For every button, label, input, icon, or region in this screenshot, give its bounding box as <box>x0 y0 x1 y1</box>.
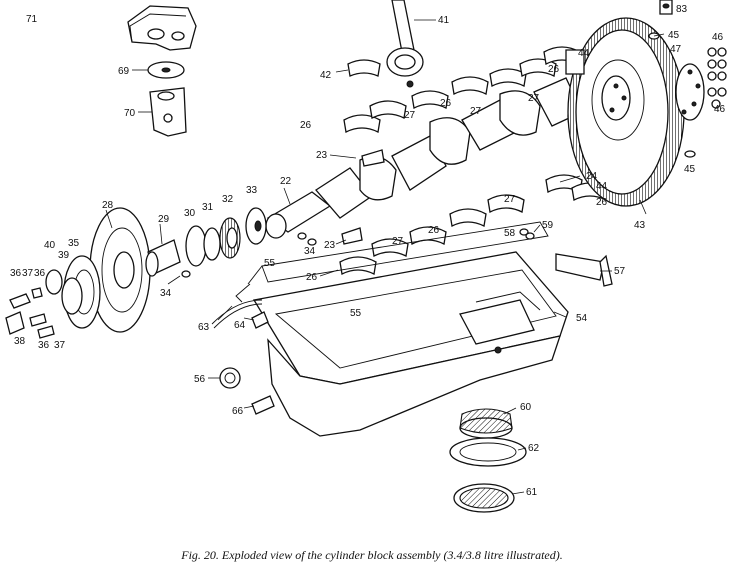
part-label-45b: 45 <box>684 164 696 175</box>
crankshaft-pulley <box>61 255 101 329</box>
part-label-27c: 27 <box>470 106 482 117</box>
oil-sump <box>252 251 569 437</box>
part-label-26a: 26 <box>548 64 560 75</box>
strainer-gasket <box>449 437 527 467</box>
part-label-22: 22 <box>280 176 292 187</box>
part-label-61: 61 <box>526 487 538 498</box>
part-label-26d: 26 <box>596 197 608 208</box>
part-label-40: 40 <box>44 240 56 251</box>
part-label-34b: 34 <box>160 288 172 299</box>
part-label-41: 41 <box>438 15 450 26</box>
part-label-33: 33 <box>246 185 258 196</box>
crankshaft <box>265 77 619 239</box>
part-label-83: 83 <box>676 4 688 15</box>
part-label-26b: 26 <box>440 98 452 109</box>
part-label-37a: 37 <box>22 268 34 279</box>
part-label-27b: 27 <box>528 93 540 104</box>
part-label-29: 29 <box>158 214 170 225</box>
part-label-36c: 36 <box>38 340 50 351</box>
part-label-63: 63 <box>198 322 210 333</box>
big-end-bearing-shell <box>347 59 381 77</box>
sump-washers <box>519 228 535 240</box>
part-label-24: 24 <box>586 171 598 182</box>
part-label-70: 70 <box>124 108 136 119</box>
oil-strainer <box>459 408 513 439</box>
part-label-38: 38 <box>14 336 26 347</box>
part-label-27e: 27 <box>392 236 404 247</box>
part-label-56: 56 <box>194 374 206 385</box>
figure-caption: Fig. 20. Exploded view of the cylinder b… <box>181 548 563 562</box>
part-label-34a: 34 <box>304 246 316 257</box>
part-label-27d: 27 <box>504 194 516 205</box>
dowel-pin-small <box>648 32 696 158</box>
engine-mounting-bracket <box>127 5 197 51</box>
part-label-36a: 36 <box>10 268 22 279</box>
part-label-46b: 46 <box>714 104 726 115</box>
lock-washer <box>45 269 63 295</box>
part-label-45a: 45 <box>668 30 680 41</box>
rear-seal <box>219 367 241 389</box>
crankshaft-plug-lower <box>341 227 363 245</box>
part-label-27a: 27 <box>404 110 416 121</box>
flywheel-bolts-set <box>707 47 727 109</box>
part-label-62: 62 <box>528 443 540 454</box>
part-label-55b: 55 <box>350 308 362 319</box>
crankshaft-damper <box>89 207 151 333</box>
part-label-66: 66 <box>232 406 244 417</box>
part-label-46a: 46 <box>712 32 724 43</box>
leader-lines <box>105 19 665 495</box>
part-label-39: 39 <box>58 250 70 261</box>
mounting-bracket-lower <box>149 87 187 137</box>
part-label-47: 47 <box>670 44 682 55</box>
part-label-23b: 23 <box>324 240 336 251</box>
connecting-rod <box>386 0 424 88</box>
part-label-54: 54 <box>576 313 588 324</box>
part-label-26e: 26 <box>428 225 440 236</box>
oil-thrower <box>185 225 207 267</box>
woodruff-keys <box>181 232 317 278</box>
part-label-32: 32 <box>222 194 234 205</box>
part-label-37b: 37 <box>54 340 66 351</box>
part-label-60: 60 <box>520 402 532 413</box>
drain-plug <box>251 311 269 329</box>
flywheel-bolt <box>659 0 673 15</box>
flywheel <box>567 17 685 207</box>
crankshaft-plug <box>361 149 385 167</box>
sump-clip <box>251 395 275 415</box>
part-label-35: 35 <box>68 238 80 249</box>
dipstick-tube <box>211 299 263 329</box>
flywheel-dowel <box>565 49 585 75</box>
sump-bracket <box>555 253 613 287</box>
part-label-43: 43 <box>634 220 646 231</box>
part-label-36b: 36 <box>34 268 46 279</box>
part-label-44b: 44 <box>596 181 608 192</box>
part-label-59: 59 <box>542 220 554 231</box>
part-label-44a: 44 <box>578 48 590 59</box>
crankshaft-sprocket <box>219 217 241 259</box>
distance-piece <box>203 227 221 261</box>
sump-gasket <box>235 221 549 303</box>
part-label-69: 69 <box>118 66 130 77</box>
part-label-30: 30 <box>184 208 196 219</box>
part-label-71: 71 <box>26 14 38 25</box>
part-label-58: 58 <box>504 228 516 239</box>
part-label-26c: 26 <box>300 120 312 131</box>
part-label-23a: 23 <box>316 150 328 161</box>
part-label-31: 31 <box>202 202 214 213</box>
part-label-64: 64 <box>234 320 246 331</box>
part-labels: 71 41 83 45 46 47 44 69 42 26 26 27 27 70 26 27 46 23 45 24… <box>10 4 726 498</box>
mounting-pad <box>147 61 185 79</box>
damper-cone <box>145 239 181 277</box>
part-label-28: 28 <box>102 200 114 211</box>
strainer-cover <box>453 483 515 513</box>
locking-plate <box>675 63 705 121</box>
pulley-bolts <box>5 287 55 339</box>
part-label-57: 57 <box>614 266 626 277</box>
oil-pump-gear <box>245 207 267 245</box>
part-label-42: 42 <box>320 70 332 81</box>
part-label-26f: 26 <box>306 272 318 283</box>
part-label-55a: 55 <box>264 258 276 269</box>
